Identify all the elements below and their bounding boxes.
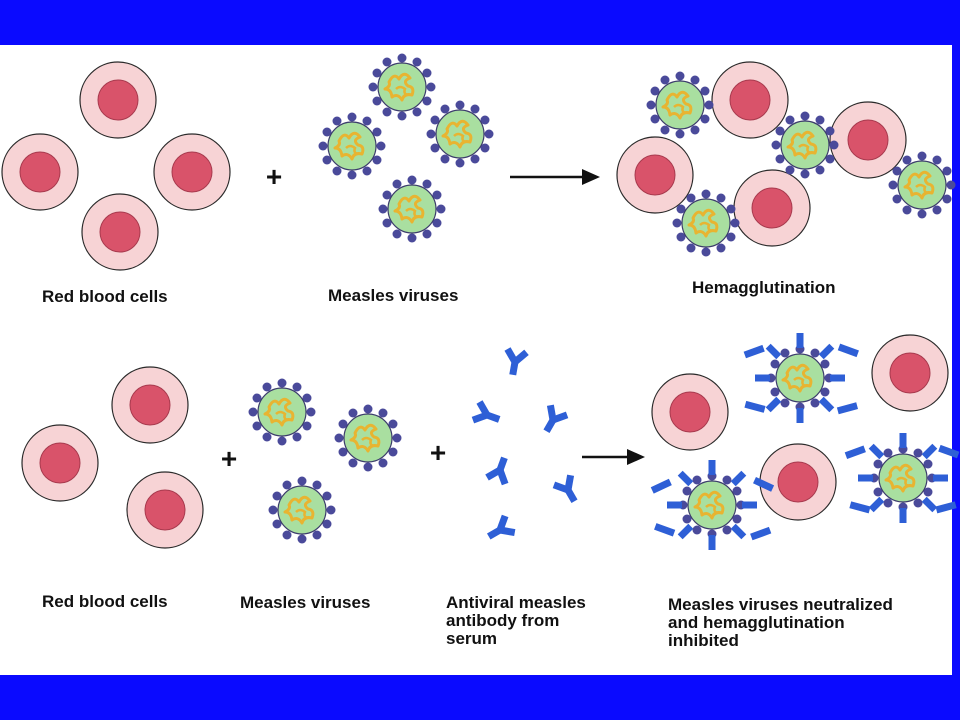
- reaction-arrow: [582, 449, 645, 465]
- label-measles-viruses-bottom: Measles viruses: [240, 593, 371, 612]
- red-blood-cell: [1, 133, 79, 211]
- red-blood-cell: [79, 61, 157, 139]
- antibody: [535, 401, 571, 438]
- red-blood-cell: [616, 136, 694, 214]
- red-blood-cell: [651, 373, 729, 451]
- measles-virus: [645, 70, 715, 140]
- measles-virus: [267, 475, 337, 545]
- reaction-arrow: [510, 169, 600, 185]
- red-blood-cell: [126, 471, 204, 549]
- red-blood-cell: [711, 61, 789, 139]
- antibody: [550, 471, 586, 508]
- right-frame-edge: [952, 45, 960, 675]
- label-neutralized-result: Measles viruses neutralized and hemagglu…: [668, 595, 893, 650]
- measles-virus: [367, 52, 437, 122]
- antibody: [469, 398, 504, 432]
- measles-virus: [377, 174, 447, 244]
- plus-sign: +: [430, 437, 446, 468]
- red-blood-cell: [759, 443, 837, 521]
- red-blood-cell: [871, 334, 949, 412]
- label-red-blood-cells-top: Red blood cells: [42, 287, 168, 306]
- plus-sign: +: [221, 443, 237, 474]
- antibody: [500, 346, 530, 377]
- label-hemagglutination: Hemagglutination: [692, 278, 836, 297]
- antibody: [483, 453, 517, 488]
- red-blood-cell: [153, 133, 231, 211]
- bottom-frame-band: [0, 675, 960, 720]
- label-red-blood-cells-bottom: Red blood cells: [42, 592, 168, 611]
- measles-virus: [333, 403, 403, 473]
- neutralized-virus-complex: [650, 460, 775, 550]
- measles-virus: [317, 111, 387, 181]
- neutralized-virus-complex: [743, 333, 859, 423]
- measles-virus: [247, 377, 317, 447]
- red-blood-cell: [829, 101, 907, 179]
- label-antiviral-antibody: Antiviral measles antibody from serum: [446, 593, 586, 648]
- plus-sign: +: [266, 161, 282, 192]
- red-blood-cell: [111, 366, 189, 444]
- neutralized-virus-complex: [844, 433, 960, 523]
- red-blood-cell: [21, 424, 99, 502]
- top-frame-band: [0, 0, 960, 45]
- antibody: [482, 512, 519, 548]
- red-blood-cell: [81, 193, 159, 271]
- measles-virus: [425, 99, 495, 169]
- red-blood-cell: [733, 169, 811, 247]
- label-measles-viruses-top: Measles viruses: [328, 286, 459, 305]
